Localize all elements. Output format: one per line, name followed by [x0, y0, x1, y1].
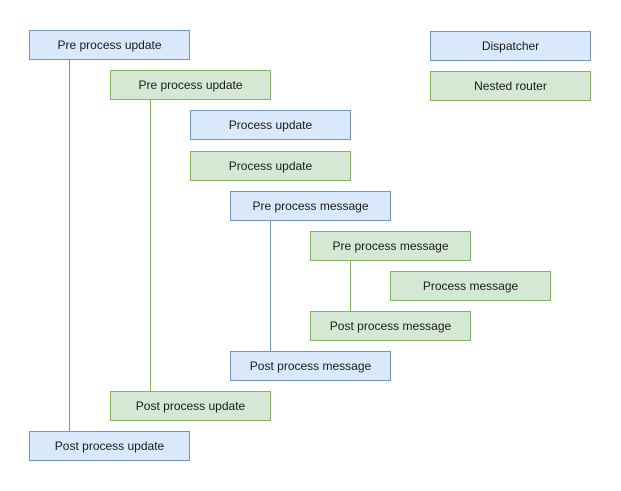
edge-n1-to-n11 — [69, 60, 70, 432]
node-n10[interactable]: Post process update — [110, 391, 271, 421]
node-n3[interactable]: Process update — [190, 110, 351, 140]
node-n2[interactable]: Pre process update — [110, 70, 271, 100]
node-n6[interactable]: Pre process message — [310, 231, 471, 261]
legend-node-l2[interactable]: Nested router — [430, 71, 591, 101]
node-n8[interactable]: Post process message — [310, 311, 471, 341]
node-n11[interactable]: Post process update — [29, 431, 190, 461]
node-n9[interactable]: Post process message — [230, 351, 391, 381]
node-n1[interactable]: Pre process update — [29, 30, 190, 60]
node-n7[interactable]: Process message — [390, 271, 551, 301]
legend-node-l1[interactable]: Dispatcher — [430, 31, 591, 61]
edge-n2-to-n10 — [150, 100, 151, 392]
edge-n5-to-n9 — [270, 221, 271, 352]
node-n4[interactable]: Process update — [190, 151, 351, 181]
edge-n6-to-n8 — [350, 261, 351, 312]
node-n5[interactable]: Pre process message — [230, 191, 391, 221]
